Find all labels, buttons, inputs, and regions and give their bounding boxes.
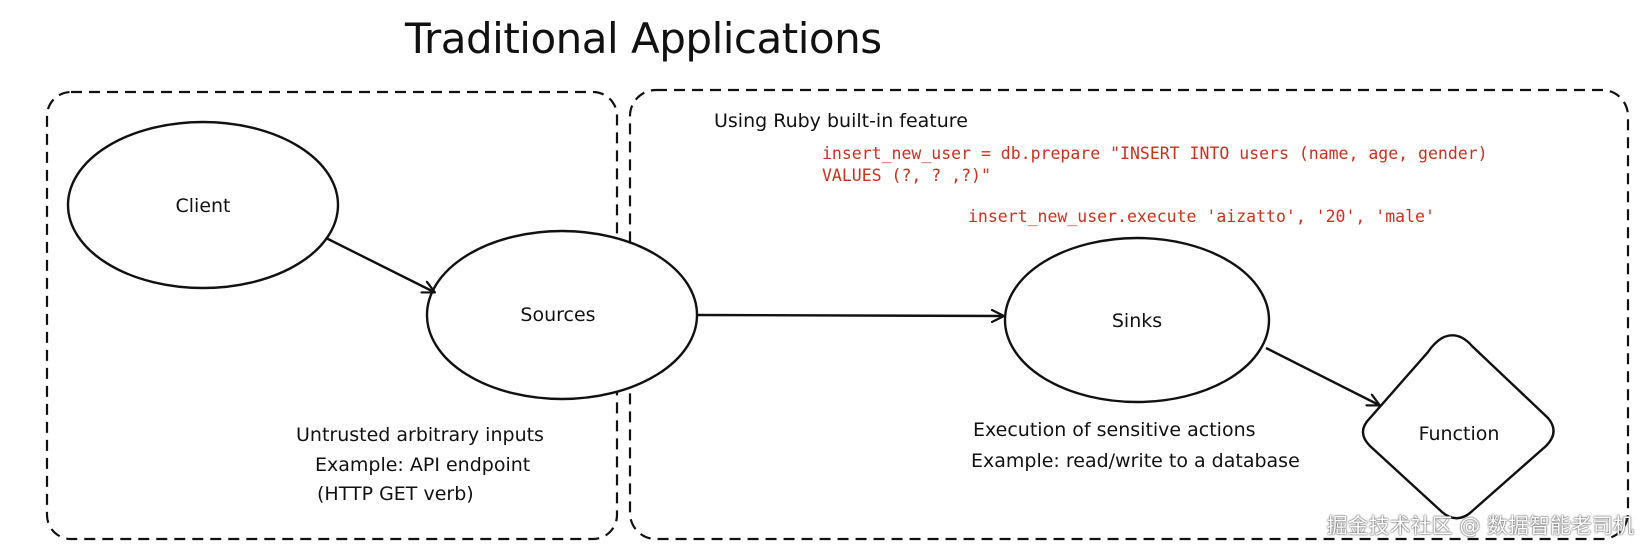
ruby-feature-note: Using Ruby built-in feature <box>714 110 968 132</box>
watermark-text: 掘金技术社区 @ 数据智能老司机 <box>1326 514 1634 538</box>
client-to-sources-arrow <box>325 236 434 292</box>
code-line-1: insert_new_user = db.prepare "INSERT INT… <box>822 144 1488 163</box>
sinks-label: Sinks <box>1111 310 1163 332</box>
sinks-note-line-2: Example: read/write to a database <box>971 450 1300 472</box>
client-label: Client <box>175 195 231 217</box>
sources-label: Sources <box>520 304 596 326</box>
code-line-3: insert_new_user.execute 'aizatto', '20',… <box>968 207 1435 226</box>
function-label: Function <box>1418 423 1500 445</box>
sources-note-line-2: Example: API endpoint <box>315 454 531 476</box>
function-node-shape <box>1361 334 1555 520</box>
client-node-shape <box>66 120 340 290</box>
sources-node-shape <box>425 229 699 401</box>
sources-note-line-3: (HTTP GET verb) <box>317 483 474 505</box>
diagram-title: Traditional Applications <box>405 14 882 63</box>
sources-to-sinks-arrow <box>697 315 1003 316</box>
sources-note-line-1: Untrusted arbitrary inputs <box>296 424 544 446</box>
sinks-to-function-arrow <box>1265 346 1379 405</box>
sinks-boundary <box>628 88 1630 541</box>
code-line-2: VALUES (?, ? ,?)" <box>822 166 991 185</box>
sinks-note-line-1: Execution of sensitive actions <box>973 419 1256 441</box>
